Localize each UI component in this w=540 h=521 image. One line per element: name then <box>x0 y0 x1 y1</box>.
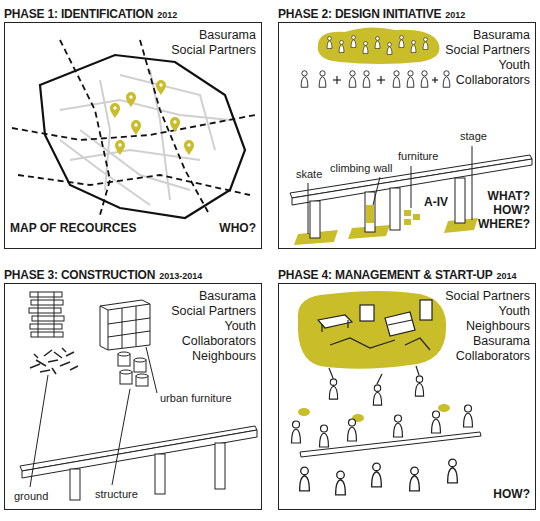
part-label: structure <box>95 488 138 501</box>
part-label: furniture <box>398 150 438 163</box>
construction-scene <box>20 292 257 500</box>
phase-year: 2013-2014 <box>159 271 202 281</box>
phase-title: PHASE 2: DESIGN INITIATIVE <box>278 7 441 21</box>
partner-name: Neighbours <box>445 319 530 334</box>
phase-title: PHASE 1: IDENTIFICATION <box>4 7 153 21</box>
question: WHAT? <box>488 190 530 204</box>
phase-panel: PHASE 3: CONSTRUCTION 2013-2014BasuramaSo… <box>4 265 262 510</box>
question: HOW? <box>493 204 530 218</box>
partner-name: Social Partners <box>445 289 530 304</box>
partner-name: Basurama <box>445 334 530 349</box>
phase-year: 2012 <box>445 10 465 20</box>
partner-name: Basurama <box>171 28 256 43</box>
phase-heading: PHASE 3: CONSTRUCTION 2013-2014 <box>4 265 202 283</box>
phase-year: 2012 <box>157 10 177 20</box>
phase-year: 2014 <box>496 271 516 281</box>
phase-panel: PHASE 4: MANAGEMENT & START-UP 2014Social… <box>278 265 536 510</box>
partner-name: Social Partners <box>171 43 256 58</box>
map-caption: MAP OF RECOURCES <box>10 222 136 236</box>
design-scene <box>290 27 532 245</box>
partner-list: BasuramaSocial PartnersYouthCollaborator… <box>445 28 530 88</box>
partner-name: Social Partners <box>445 43 530 58</box>
partner-list: Social PartnersYouthNeighboursBasuramaCo… <box>445 289 530 364</box>
partner-name: Youth <box>171 319 256 334</box>
part-label: ground <box>14 490 48 503</box>
partner-name: Youth <box>445 304 530 319</box>
partner-list: BasuramaSocial Partners <box>171 28 256 58</box>
partner-name: Basurama <box>445 28 530 43</box>
question: WHERE? <box>478 218 530 232</box>
partner-name: Collaborators <box>171 334 256 349</box>
map <box>12 40 255 218</box>
part-label: stage <box>460 130 487 143</box>
area-code: A-IV <box>424 196 448 210</box>
management-scene <box>292 291 482 495</box>
question: WHO? <box>219 222 256 236</box>
phase-title: PHASE 3: CONSTRUCTION <box>4 268 155 282</box>
panel-border <box>278 283 536 510</box>
question: HOW? <box>493 488 530 502</box>
part-label: skate <box>296 168 322 181</box>
partner-name: Collaborators <box>445 349 530 364</box>
phase-heading: PHASE 4: MANAGEMENT & START-UP 2014 <box>278 265 517 283</box>
phase-title: PHASE 4: MANAGEMENT & START-UP <box>278 268 492 282</box>
part-label: climbing wall <box>330 162 392 175</box>
partner-name: Collaborators <box>445 73 530 88</box>
partner-name: Youth <box>445 58 530 73</box>
phase-heading: PHASE 1: IDENTIFICATION 2012 <box>4 4 177 22</box>
phase-panel: PHASE 1: IDENTIFICATION 2012BasuramaSocia… <box>4 4 262 249</box>
partner-name: Social Partners <box>171 304 256 319</box>
part-label: urban furniture <box>160 392 232 405</box>
partner-list: BasuramaSocial PartnersYouthCollaborator… <box>171 289 256 364</box>
partner-name: Basurama <box>171 289 256 304</box>
phase-heading: PHASE 2: DESIGN INITIATIVE 2012 <box>278 4 465 22</box>
partner-name: Neighbours <box>171 349 256 364</box>
